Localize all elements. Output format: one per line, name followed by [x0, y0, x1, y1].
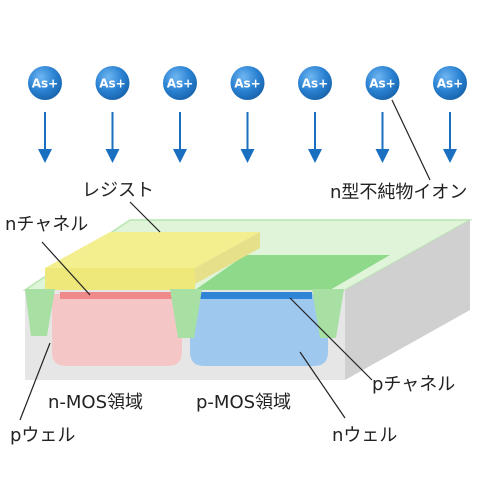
label-p-well: pウェル — [10, 425, 76, 446]
arsenic-ion: As+ — [433, 66, 467, 163]
ion-sphere — [230, 66, 265, 100]
n-channel-layer — [60, 292, 172, 299]
arsenic-ion: As+ — [95, 66, 130, 163]
n-well-region — [190, 294, 328, 366]
ion-symbol: As+ — [234, 77, 260, 91]
ion-sphere — [433, 66, 467, 100]
ion-row: As+ As+ As+ As+ As+ As+ As+ — [28, 66, 467, 163]
ion-sphere — [163, 66, 197, 100]
leader-n-type-ion — [391, 99, 431, 181]
ion-symbol: As+ — [32, 77, 58, 91]
ion-symbol: As+ — [302, 77, 328, 91]
p-channel-layer — [200, 292, 312, 299]
isolation-oxide-center — [170, 289, 202, 338]
ion-symbol: As+ — [99, 77, 125, 91]
leader-lines — [19, 99, 431, 421]
resist-front-face — [45, 268, 195, 290]
ion-symbol: As+ — [369, 77, 395, 91]
ion-sphere — [298, 66, 332, 100]
isolation-oxide-left — [25, 289, 55, 336]
leader-p-channel — [289, 297, 373, 381]
label-p-channel: pチャネル — [372, 374, 456, 395]
ion-symbol: As+ — [437, 77, 463, 91]
leader-p-well — [19, 342, 51, 421]
arsenic-ion: As+ — [163, 66, 197, 163]
label-resist: レジスト — [82, 180, 154, 201]
ion-sphere — [95, 66, 130, 100]
arsenic-ion: As+ — [28, 66, 62, 163]
label-n-channel: nチャネル — [5, 214, 89, 235]
substrate-right-face — [345, 220, 470, 380]
label-n-mos-region: n-MOS領域 — [48, 392, 144, 413]
leader-n-channel — [41, 241, 91, 296]
arsenic-ion: As+ — [298, 66, 332, 163]
arsenic-ion: As+ — [230, 66, 265, 163]
p-well-region — [52, 294, 182, 366]
arsenic-ion: As+ — [365, 66, 400, 163]
label-p-mos-region: p-MOS領域 — [196, 392, 292, 413]
isolation-oxide-right — [312, 289, 344, 338]
leader-n-well — [299, 351, 346, 419]
label-n-well: nウェル — [332, 425, 398, 446]
resist-block — [45, 232, 260, 290]
ion-sphere — [28, 66, 62, 100]
ion-sphere — [365, 66, 400, 100]
ion-symbol: As+ — [167, 77, 193, 91]
resist-right-face — [195, 232, 260, 284]
gate-oxide-pmos-top — [195, 255, 390, 290]
resist-top-face — [45, 232, 260, 268]
label-n-type-ion: n型不純物イオン — [330, 182, 468, 203]
leader-resist — [129, 201, 161, 233]
